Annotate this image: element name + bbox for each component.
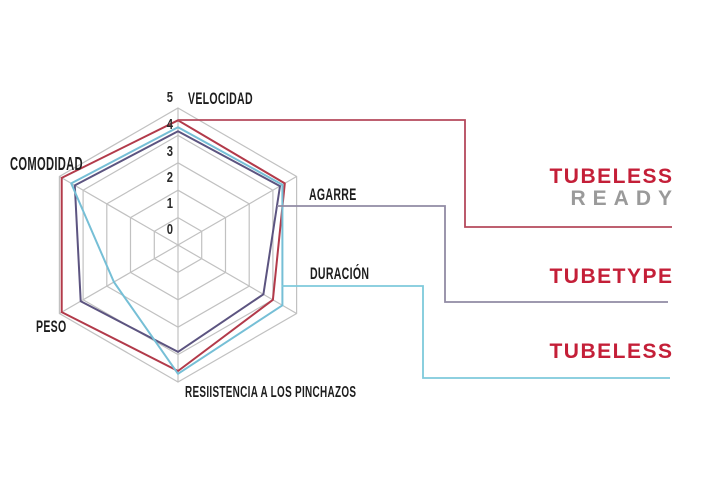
tick-label-1: 1 — [166, 195, 173, 212]
axis-label-agarre: AGARRE — [309, 185, 357, 204]
axis-label-resistencia-pinchazos: RESIISTENCIA A LOS PINCHAZOS — [185, 384, 357, 401]
grid-spoke-1 — [177, 175, 297, 246]
axis-label-duracion: DURACIÓN — [310, 264, 370, 283]
legend-label: TUBETYPE — [549, 265, 674, 288]
grid-spoke-5 — [59, 175, 179, 246]
legend-label: TUBELESS — [549, 340, 674, 363]
legend-connector-tubeless — [282, 285, 670, 379]
legend-label: TUBELESS — [549, 165, 674, 188]
tick-label-5: 5 — [166, 89, 173, 106]
legend-connector-tubetype — [277, 205, 668, 303]
legend-sublabel: READY — [570, 187, 679, 210]
legend-item-tubetype: TUBETYPE — [549, 266, 672, 288]
tick-label-3: 3 — [166, 143, 173, 160]
tick-label-0: 0 — [166, 221, 173, 238]
axis-label-comodidad: COMODIDAD — [10, 154, 83, 174]
grid-spoke-4 — [59, 244, 179, 315]
series-line-tubeless — [70, 126, 284, 375]
axis-label-peso: PESO — [36, 317, 67, 336]
series-line-tubetype — [73, 130, 281, 353]
legend-item-tubeless: TUBELESS — [549, 341, 672, 363]
series-line-tubeless-ready — [60, 119, 286, 372]
legend-connector-tubeless-ready — [178, 119, 672, 228]
grid-spoke-2 — [177, 244, 297, 315]
tick-label-4: 4 — [166, 116, 173, 133]
chart-grid — [58, 107, 298, 383]
axis-label-velocidad: VELOCIDAD — [188, 89, 253, 108]
tick-label-2: 2 — [166, 169, 173, 186]
legend-item-tubeless-ready: TUBELESS READY — [549, 166, 672, 210]
